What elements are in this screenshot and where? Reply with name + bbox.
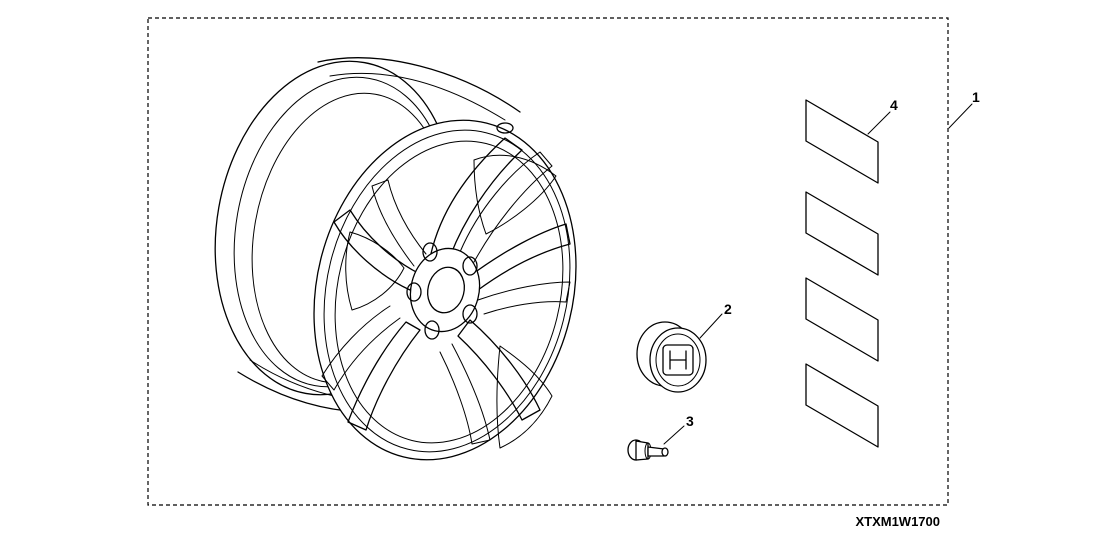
decal-3 [805,277,879,362]
decal-2 [805,191,879,276]
alloy-wheel-icon [214,57,577,461]
callout-2: 2 [724,301,732,317]
callout-1: 1 [972,89,980,105]
decal-sheet-icon [805,99,879,448]
leader-3 [663,425,685,445]
part-code: XTXM1W1700 [855,514,940,529]
kit-boundary [147,17,949,506]
callout-4: 4 [890,97,898,113]
leader-2 [699,313,723,339]
honda-emblem-icon [662,344,694,376]
center-cap-icon [636,321,707,393]
leader-4 [867,111,891,135]
leader-1 [948,103,973,129]
callout-3: 3 [686,413,694,429]
valve-stem-icon [627,439,669,461]
decal-1 [805,99,879,184]
decal-4 [805,363,879,448]
